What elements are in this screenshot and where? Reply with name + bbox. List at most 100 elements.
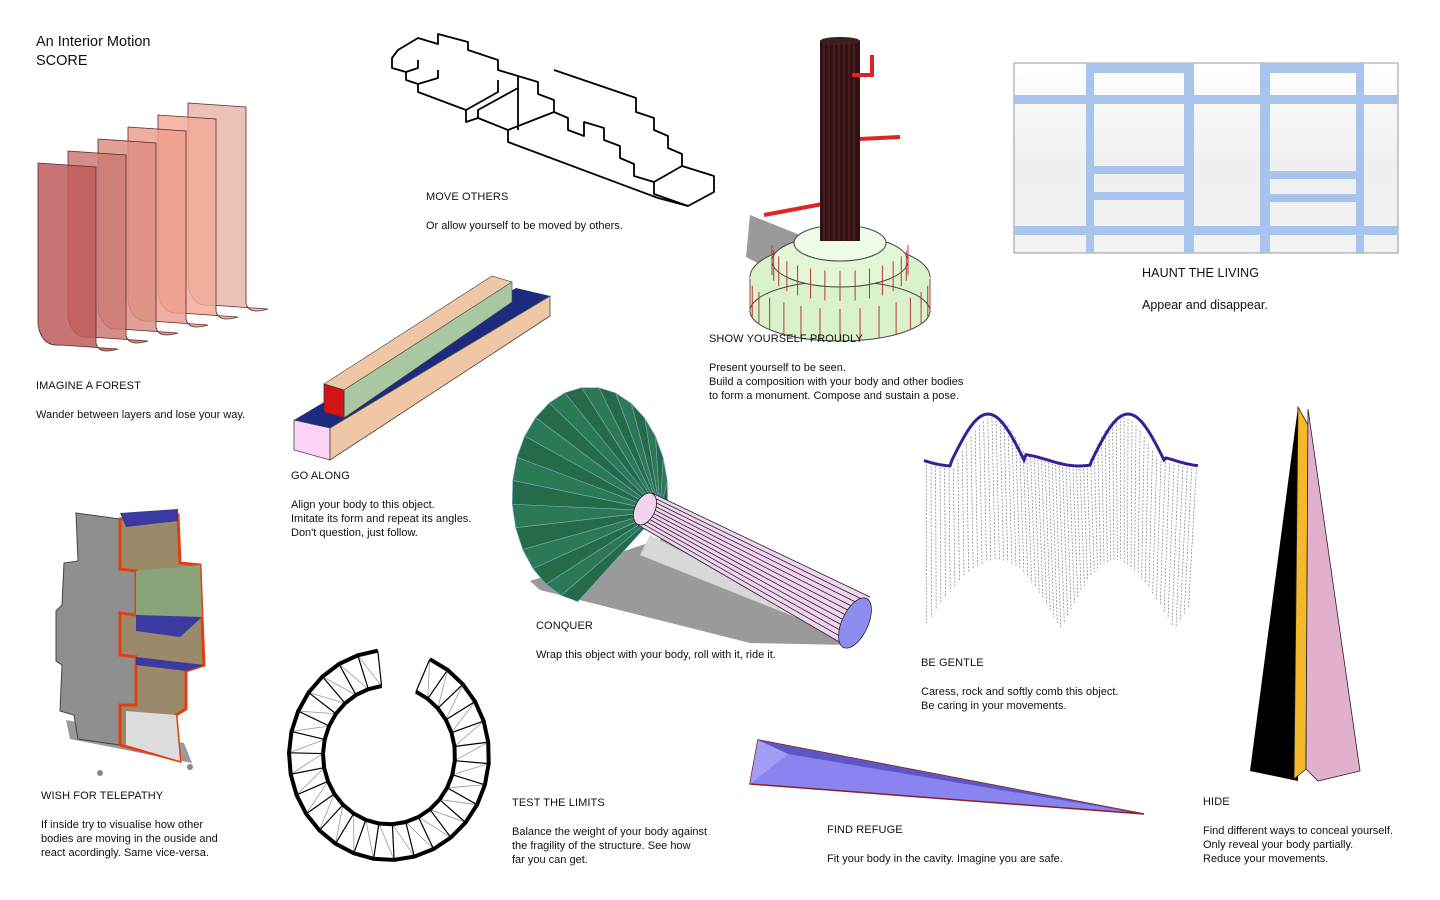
ring-brace <box>392 823 415 857</box>
ring-brace <box>338 663 369 690</box>
curtain-strand <box>953 468 956 587</box>
caption-find-refuge: FIND REFUGE Fit your body in the cavity.… <box>827 823 1063 866</box>
curtain-strand <box>961 451 965 577</box>
caption-heading: HAUNT THE LIVING <box>1142 266 1260 280</box>
caption-show-yourself-proudly: SHOW YOURSELF PROUDLY Present yourself t… <box>709 332 963 403</box>
caption-line: react acordingly. Same vice-versa. <box>41 847 209 859</box>
curtain-strand <box>1015 436 1021 570</box>
curtain-strand <box>1167 464 1175 619</box>
ring-rib <box>417 816 435 850</box>
tube-stripe <box>651 492 871 598</box>
ring-brace <box>357 655 382 687</box>
curtain-strand <box>1137 430 1141 574</box>
ring-rib <box>415 658 431 692</box>
ring-rib <box>297 710 330 727</box>
ring-brace <box>296 767 325 796</box>
curtain-strand <box>1033 458 1040 593</box>
curtain-strand <box>999 418 1004 561</box>
tube-stripe <box>643 511 857 628</box>
caption-hide: HIDE Find different ways to conceal your… <box>1203 795 1393 866</box>
curtain-strand <box>1030 457 1036 588</box>
curtain-strand <box>1159 461 1166 606</box>
curtain-figure <box>923 412 1199 630</box>
ring-rib <box>391 824 395 860</box>
curtain-strand <box>1076 468 1082 592</box>
curtain-strand <box>1175 466 1184 629</box>
ring-rib <box>338 663 357 696</box>
ring-brace <box>445 684 464 720</box>
curtain-strand <box>1152 458 1158 594</box>
ring-rib <box>405 821 415 857</box>
ring-rib <box>377 650 383 687</box>
ring-brace <box>378 823 395 861</box>
curtain-strand <box>1072 468 1079 597</box>
curtain-strand <box>1097 443 1102 566</box>
curtain-strand <box>1026 458 1033 583</box>
caption-line: Caress, rock and softly comb this object… <box>921 686 1119 698</box>
ring-rib <box>296 780 329 796</box>
long-bar-figure <box>293 275 551 461</box>
ring-rib <box>357 655 369 690</box>
ring-rib <box>454 760 489 765</box>
ring-rib <box>446 787 478 806</box>
ring-brace <box>288 739 325 754</box>
curtain-strand <box>966 443 969 573</box>
caption-line: Only reveal your body partially. <box>1203 839 1354 851</box>
ring-inner-edge <box>320 684 457 827</box>
caption-haunt-the-living: HAUNT THE LIVING Appear and disappear. <box>1142 266 1268 312</box>
curtain-strand <box>1079 468 1085 586</box>
stair-wireframe-figure <box>391 33 715 207</box>
curtain-strand <box>1119 417 1122 561</box>
caption-line: Don't question, just follow. <box>291 527 418 539</box>
spiral-ring-figure <box>286 648 491 862</box>
ring-brace <box>322 676 357 696</box>
caption-line: If inside try to visualise how other <box>41 819 204 831</box>
tube-stripe <box>646 505 862 618</box>
curtain-strand <box>935 466 937 611</box>
cone-tube-figure <box>511 387 872 649</box>
caption-line: Be caring in your movements. <box>921 700 1067 712</box>
ring-rib <box>353 819 367 854</box>
curtain-strand <box>979 425 983 564</box>
curtain-strand <box>1093 451 1098 569</box>
caption-line: Fit your body in the cavity. Imagine you… <box>827 853 1063 865</box>
curtain-strand <box>1069 468 1075 604</box>
curtain-strand <box>1108 425 1112 561</box>
curtain-strand <box>995 417 1000 561</box>
caption-line: Appear and disappear. <box>1142 298 1268 312</box>
caption-line: Present yourself to be seen. <box>709 362 846 374</box>
curtain-strand <box>1148 451 1153 589</box>
ring-brace <box>308 692 346 704</box>
curtain-strand <box>1048 462 1055 618</box>
curtain-strand <box>957 458 960 582</box>
tube-stripe <box>637 524 849 648</box>
curtain-strand <box>1007 425 1013 565</box>
page-title-line-2: SCORE <box>36 53 88 69</box>
curtain-strand <box>983 421 987 562</box>
ring-brace <box>454 741 489 762</box>
ring-rib <box>373 823 380 859</box>
tube-stripe <box>644 508 860 623</box>
ring-rib <box>451 720 484 734</box>
curtain-strand <box>1188 468 1197 609</box>
curtain-strands <box>926 417 1197 630</box>
ring-rib <box>445 701 476 721</box>
window-grid-figure <box>1013 62 1399 254</box>
curtain-strand <box>1134 425 1137 571</box>
wedge-figure <box>749 739 1145 815</box>
caption-line: Wrap this object with your body, roll wi… <box>536 649 776 661</box>
curtain-strand <box>1130 421 1133 567</box>
caption-line: Build a composition with your body and o… <box>709 376 964 388</box>
caption-line: Wander between layers and lose your way. <box>36 409 246 421</box>
tube-stripe <box>640 518 853 638</box>
tube-stripe <box>647 502 864 613</box>
curtain-strand <box>1062 466 1069 616</box>
curtain-strand <box>1019 443 1025 574</box>
ring-rib <box>439 799 466 823</box>
curtain-strand <box>987 418 992 561</box>
caption-imagine-a-forest: IMAGINE A FOREST Wander between layers a… <box>36 379 245 422</box>
caption-conquer: CONQUER Wrap this object with your body,… <box>536 619 776 662</box>
ring-rib <box>452 774 486 786</box>
curtain-strand <box>1090 458 1095 573</box>
curtain-strand <box>1086 468 1092 577</box>
